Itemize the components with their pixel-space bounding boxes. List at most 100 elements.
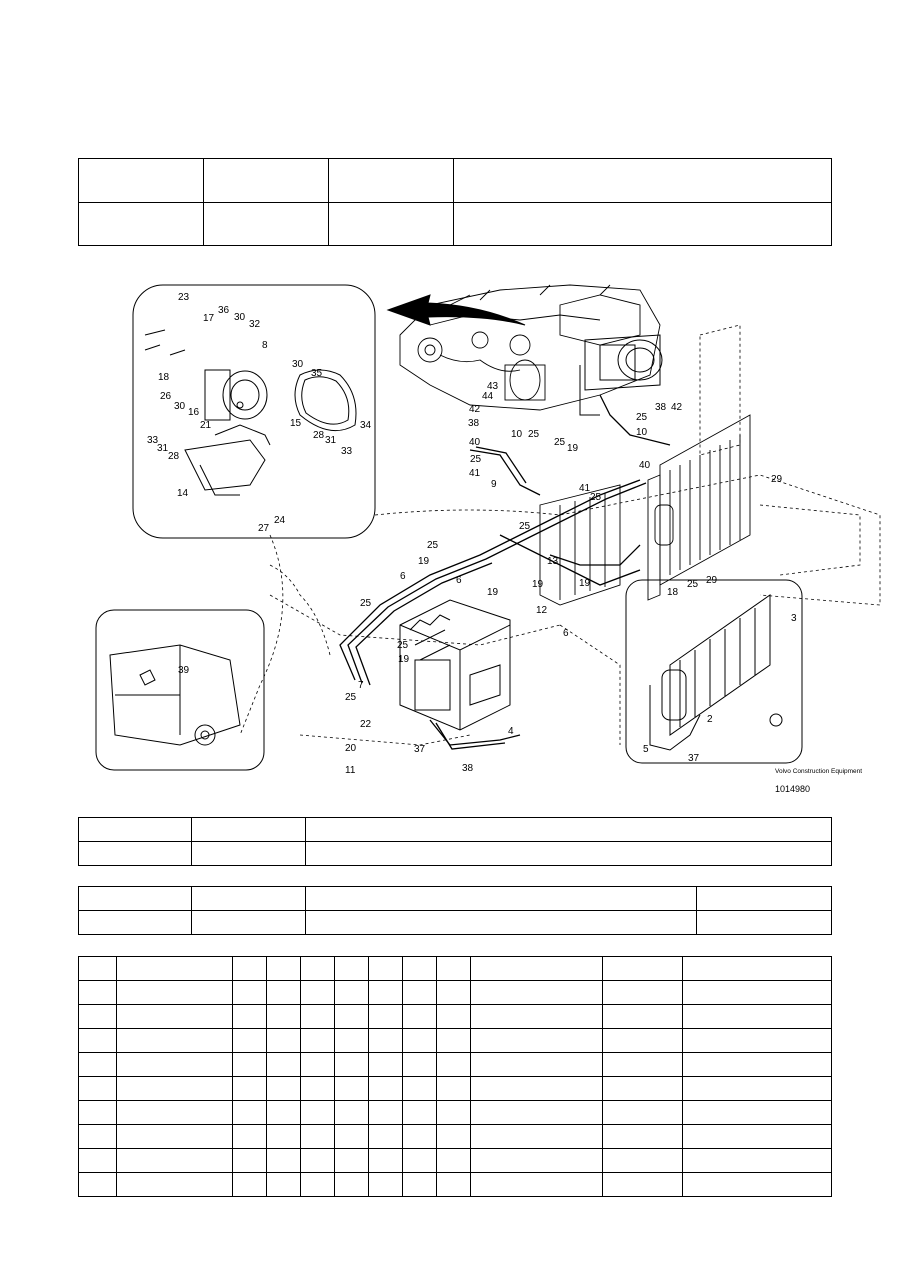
inset-b-callout: 39	[178, 665, 190, 676]
parts-list-cell	[368, 1124, 403, 1149]
main-callout: 37	[688, 753, 700, 764]
parts-list-cell	[470, 1076, 603, 1101]
info-cell	[305, 910, 697, 935]
machine-frame-outline	[239, 324, 881, 746]
parts-list-cell	[602, 1124, 683, 1149]
parts-list-row	[78, 980, 832, 1005]
parts-list-cell	[334, 1124, 369, 1149]
parts-list-cell	[602, 1148, 683, 1173]
main-callout: 40	[469, 437, 481, 448]
parts-list-row	[78, 1076, 832, 1101]
parts-list-cell	[470, 1004, 603, 1029]
parts-list-cell	[334, 980, 369, 1005]
inset-a-callout: 30	[292, 359, 304, 370]
direction-arrow	[386, 294, 526, 326]
parts-list-cell	[116, 1052, 233, 1077]
compressor	[579, 334, 663, 416]
parts-list-cell	[116, 956, 233, 981]
inset-a-callout: 28	[168, 451, 180, 462]
parts-list-cell	[300, 1124, 335, 1149]
main-callout: 2	[707, 714, 713, 725]
parts-list-cell	[300, 1028, 335, 1053]
condenser-right	[647, 414, 751, 601]
parts-list-cell	[116, 1004, 233, 1029]
inset-a-callout: 32	[249, 319, 261, 330]
main-callout: 5	[643, 744, 649, 755]
inset-frame-detail	[95, 609, 265, 771]
parts-list-cell	[300, 1148, 335, 1173]
parts-list-cell	[78, 1100, 117, 1125]
parts-list-cell	[470, 1100, 603, 1125]
parts-info-table-1	[78, 817, 832, 866]
main-callout: 25	[687, 579, 699, 590]
parts-list-cell	[300, 1172, 335, 1197]
parts-list-cell	[78, 1172, 117, 1197]
parts-list-cell	[266, 1148, 301, 1173]
parts-list-cell	[232, 956, 267, 981]
parts-list-cell	[78, 1004, 117, 1029]
main-callout: 6	[563, 628, 569, 639]
parts-list-cell	[116, 1028, 233, 1053]
inset-a-callout: 30	[174, 401, 186, 412]
header-cell	[328, 202, 454, 246]
inset-a-callout: 24	[274, 515, 286, 526]
parts-list-cell	[402, 1124, 437, 1149]
parts-list-cell	[78, 956, 117, 981]
parts-list-cell	[436, 1076, 471, 1101]
parts-list-cell	[266, 1028, 301, 1053]
main-callout: 19	[398, 654, 410, 665]
main-callout: 25	[345, 692, 357, 703]
parts-list-cell	[402, 980, 437, 1005]
parts-list-cell	[682, 1028, 832, 1053]
parts-list-cell	[116, 1100, 233, 1125]
parts-diagram: 2336173032818303526163021153331282831333…	[95, 284, 881, 776]
header-cell	[203, 158, 329, 203]
inset-a-callout: 17	[203, 313, 215, 324]
inset-a-callout: 14	[177, 488, 189, 499]
parts-list-cell	[368, 1172, 403, 1197]
main-callout: 42	[469, 404, 481, 415]
info-cell	[305, 841, 832, 866]
inset-a-callout: 16	[188, 407, 200, 418]
info-cell	[78, 841, 192, 866]
main-callout: 12	[536, 605, 548, 616]
main-callout: 41	[579, 483, 591, 494]
parts-list-cell	[470, 1028, 603, 1053]
parts-list-cell	[402, 1172, 437, 1197]
main-callout: 40	[639, 460, 651, 471]
ac-hoses	[339, 394, 671, 750]
parts-list-cell	[436, 956, 471, 981]
info-cell	[696, 910, 832, 935]
inset-a-callout: 36	[218, 305, 230, 316]
parts-list-cell	[436, 1172, 471, 1197]
parts-list-cell	[78, 980, 117, 1005]
parts-list-cell	[602, 1004, 683, 1029]
parts-list-row	[78, 1100, 832, 1125]
main-callout: 44	[482, 391, 494, 402]
parts-list-cell	[602, 980, 683, 1005]
inset-a-callout: 30	[234, 312, 246, 323]
parts-list-cell	[602, 956, 683, 981]
main-callout: 29	[706, 575, 718, 586]
info-cell	[191, 817, 306, 842]
main-callout: 19	[418, 556, 430, 567]
parts-list-cell	[334, 1076, 369, 1101]
main-callout: 18	[667, 587, 679, 598]
main-callout: 25	[519, 521, 531, 532]
parts-list-cell	[682, 1100, 832, 1125]
parts-list-cell	[682, 1052, 832, 1077]
header-cell	[453, 202, 832, 246]
parts-list-cell	[232, 1172, 267, 1197]
info-cell	[305, 817, 832, 842]
parts-list-cell	[232, 1124, 267, 1149]
info-cell	[305, 886, 697, 911]
parts-list-cell	[436, 980, 471, 1005]
main-callout: 29	[771, 474, 783, 485]
main-callout: 42	[671, 402, 683, 413]
parts-list-cell	[232, 1028, 267, 1053]
parts-list-cell	[334, 1100, 369, 1125]
parts-list-cell	[116, 1076, 233, 1101]
parts-list-cell	[368, 1028, 403, 1053]
parts-list-cell	[368, 956, 403, 981]
main-callout: 19	[579, 578, 591, 589]
